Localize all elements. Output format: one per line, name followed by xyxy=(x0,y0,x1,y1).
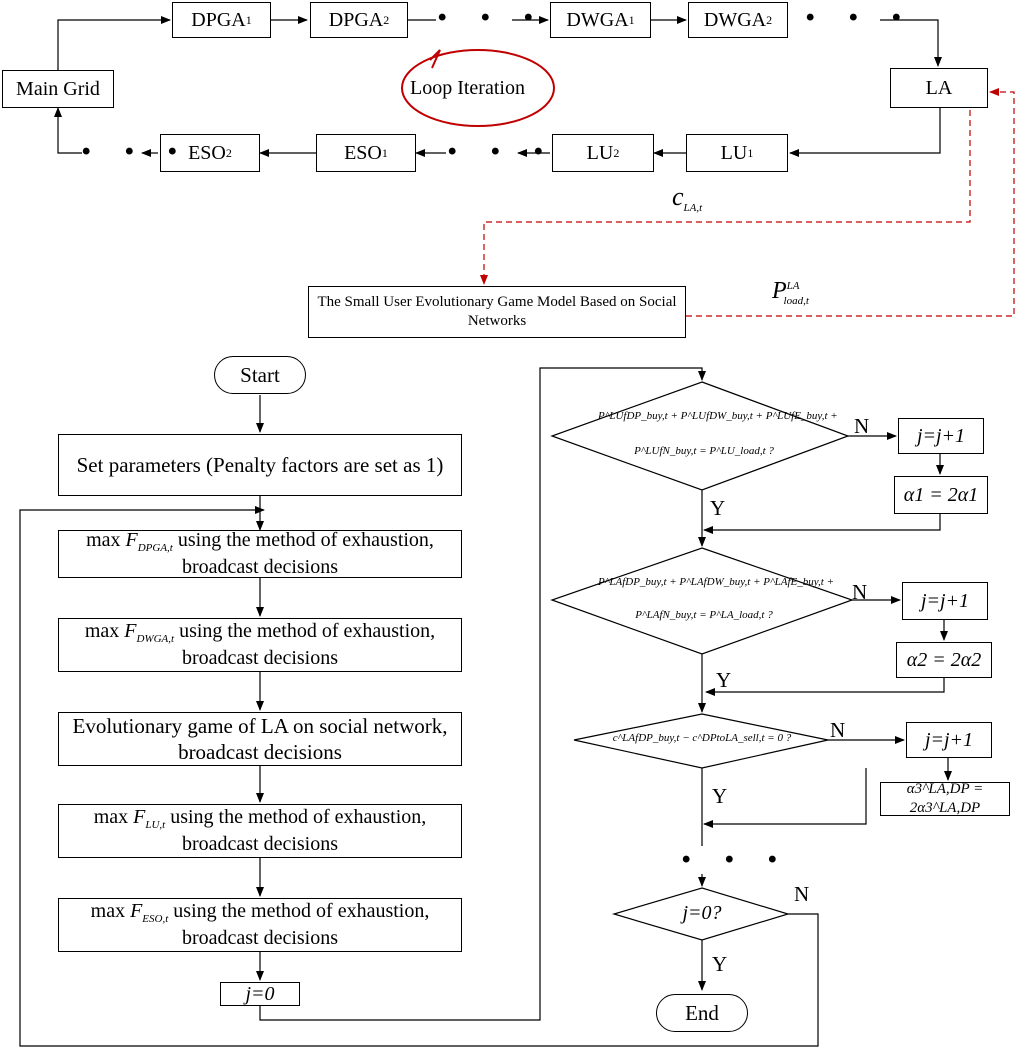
no-label-4: N xyxy=(794,882,810,906)
small-user-model-node: The Small User Evolutionary Game Model B… xyxy=(308,286,686,338)
decision-diamond-1 xyxy=(550,381,850,491)
yes-label-1: Y xyxy=(710,496,726,520)
max-dwga-node: max FDWGA,t using the method of exhausti… xyxy=(58,618,462,672)
decision-1-line-2: P^LUfN_buy,t = P^LU_load,t ? xyxy=(634,445,774,457)
decision-2-line-2: P^LAfN_buy,t = P^LA_load,t ? xyxy=(635,609,773,621)
load-signal-label: PLAload,t xyxy=(772,278,809,307)
alpha2-update-node: α2 = 2α2 xyxy=(896,642,992,678)
decision-diamond-3 xyxy=(573,713,829,769)
yes-label-3: Y xyxy=(712,784,728,808)
no-label-3: N xyxy=(830,718,846,742)
end-node: End xyxy=(656,994,748,1032)
set-parameters-node: Set parameters (Penalty factors are set … xyxy=(58,434,462,496)
no-label-1: N xyxy=(854,414,870,438)
no-label-2: N xyxy=(852,580,868,604)
main-grid-node: Main Grid xyxy=(2,70,114,108)
decision-2-line-1: P^LAfDP_buy,t + P^LAfDW_buy,t + P^LAfE_b… xyxy=(598,576,835,588)
price-signal-label: cLA,t xyxy=(672,182,703,215)
max-dpga-node: max FDPGA,t using the method of exhausti… xyxy=(58,529,462,578)
start-node: Start xyxy=(214,356,306,394)
increment-j-2: j=j+1 xyxy=(902,582,988,620)
increment-j-1: j=j+1 xyxy=(898,418,984,454)
bottom-row-ellipsis-2: • • • xyxy=(82,138,191,165)
yes-label-2: Y xyxy=(716,668,732,692)
top-row-ellipsis-1: • • • xyxy=(438,4,547,31)
la-node: LA xyxy=(890,68,988,108)
alpha1-update-node: α1 = 2α1 xyxy=(894,476,988,514)
decision-1-line-1: P^LUfDP_buy,t + P^LUfDW_buy,t + P^LUfE_b… xyxy=(598,410,838,422)
loop-iteration-label: Loop Iteration xyxy=(410,77,525,99)
decision-diamond-2 xyxy=(550,547,854,655)
max-lu-node: max FLU,t using the method of exhaustion… xyxy=(58,804,462,858)
decision-3-text: c^LAfDP_buy,t − c^DPtoLA_sell,t = 0 ? xyxy=(612,732,792,744)
j-zero-init-node: j=0 xyxy=(220,982,300,1006)
bottom-row-ellipsis-1: • • • xyxy=(448,138,557,165)
decision-diamond-4 xyxy=(611,887,791,941)
yes-label-4: Y xyxy=(712,952,728,976)
max-eso-node: max FESO,t using the method of exhaustio… xyxy=(58,898,462,952)
top-row-ellipsis-2: • • • xyxy=(806,4,915,31)
decision-4-text: j=0? xyxy=(682,902,722,924)
evolutionary-game-node: Evolutionary game of LA on social networ… xyxy=(58,712,462,766)
right-column-ellipsis: • • • xyxy=(682,846,791,873)
increment-j-3: j=j+1 xyxy=(906,722,992,758)
alpha3-update-node: α3^LA,DP = 2α3^LA,DP xyxy=(880,781,1010,816)
